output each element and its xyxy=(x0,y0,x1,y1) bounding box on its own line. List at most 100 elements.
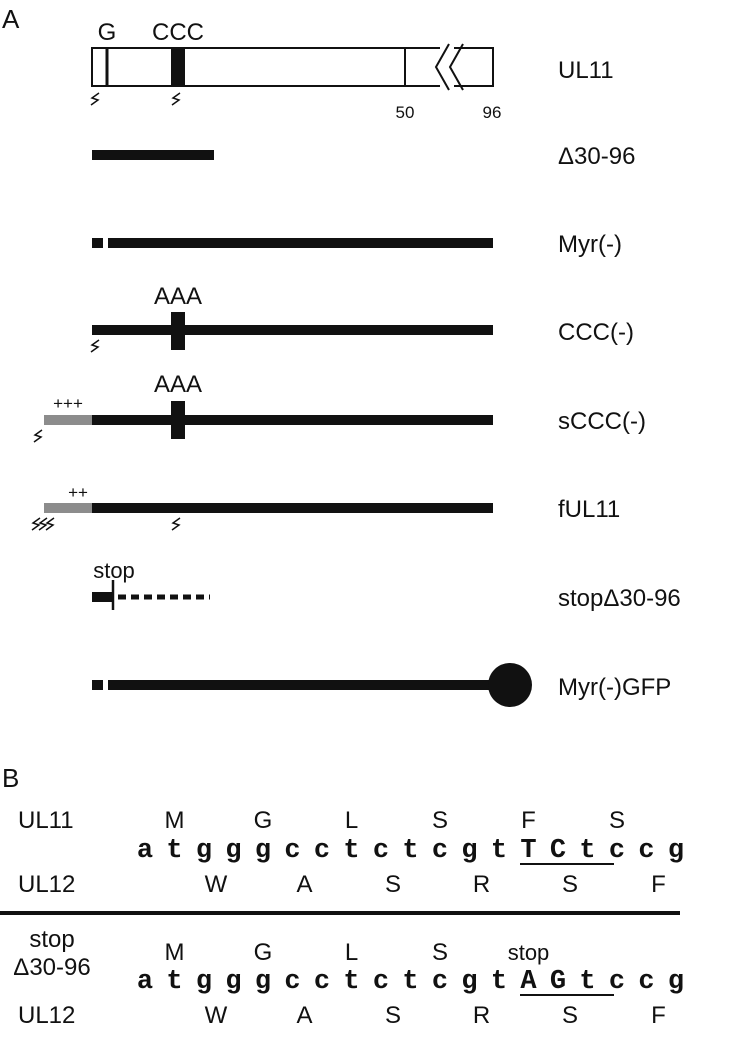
amino-acid: A xyxy=(296,1002,312,1029)
construct-name-ccc-minus: CCC(-) xyxy=(558,319,634,346)
nucleotide: a xyxy=(137,836,153,866)
myristoylation-icon xyxy=(90,92,100,106)
amino-acid: S xyxy=(385,1002,401,1029)
delta30-96-construct: Δ30-96 xyxy=(92,143,635,170)
nucleotide: t xyxy=(579,967,595,997)
nucleotide: c xyxy=(314,836,330,866)
ccc-label: CCC xyxy=(152,19,204,46)
nucleotide: g xyxy=(461,836,477,866)
acylation-icon xyxy=(31,517,41,531)
construct-bar-start xyxy=(92,238,103,248)
nucleotide: c xyxy=(373,836,389,866)
amino-acid: M xyxy=(165,807,185,834)
panel-a-letter: A xyxy=(2,4,20,34)
stop-delta30-96-construct: stop stopΔ30-96 xyxy=(92,558,681,612)
myristoylation-icon xyxy=(90,339,100,353)
panel-b-letter: B xyxy=(2,763,19,793)
nucleotide: c xyxy=(638,967,654,997)
nucleotide: a xyxy=(137,967,153,997)
construct-bar xyxy=(92,503,493,513)
amino-acid: S xyxy=(385,871,401,898)
construct-name-delta30-96: Δ30-96 xyxy=(558,143,635,170)
nucleotide: g xyxy=(255,967,271,997)
nucleotide: c xyxy=(314,967,330,997)
sccc-minus-construct: AAA +++ sCCC(-) xyxy=(33,371,646,443)
nucleotide: t xyxy=(343,836,359,866)
amino-acid: S xyxy=(562,1002,578,1029)
amino-acid: G xyxy=(254,939,273,966)
amino-acid: S xyxy=(562,871,578,898)
construct-bar xyxy=(92,415,493,425)
charge-label: ++ xyxy=(68,483,88,502)
amino-acid: F xyxy=(521,807,536,834)
nucleotide: c xyxy=(638,836,654,866)
nucleotide: g xyxy=(668,967,684,997)
construct-name-sccc-minus: sCCC(-) xyxy=(558,408,646,435)
nucleotide: c xyxy=(432,836,448,866)
gfp-icon xyxy=(488,663,532,707)
delta30-96-row-label: Δ30-96 xyxy=(13,954,90,981)
nucleotide: g xyxy=(196,967,212,997)
amino-acid: R xyxy=(473,871,490,898)
amino-acid: S xyxy=(609,807,625,834)
ul11-box xyxy=(91,47,494,87)
nucleotide: t xyxy=(491,836,507,866)
nucleotide: t xyxy=(166,967,182,997)
amino-acid: F xyxy=(651,871,666,898)
ul12-row-label-mutant: UL12 xyxy=(18,1002,75,1029)
g-label: G xyxy=(98,19,117,46)
construct-bar xyxy=(108,238,493,248)
amino-acid: L xyxy=(345,807,358,834)
nucleotide: c xyxy=(284,836,300,866)
aaa-block xyxy=(171,312,185,350)
palmitoylation-icon xyxy=(171,92,181,106)
aaa-label: AAA xyxy=(154,371,202,398)
charge-label: +++ xyxy=(53,394,83,413)
construct-name-myr-minus: Myr(-) xyxy=(558,231,622,258)
construct-name-ful11: fUL11 xyxy=(558,496,620,523)
nucleotide: c xyxy=(432,967,448,997)
amino-acid: G xyxy=(254,807,273,834)
nucleotide: g xyxy=(461,967,477,997)
position-96-label: 96 xyxy=(483,103,502,122)
nucleotide: c xyxy=(373,967,389,997)
aaa-block xyxy=(171,401,185,439)
construct-bar xyxy=(92,592,114,602)
nucleotide: c xyxy=(609,967,625,997)
amino-acid: A xyxy=(296,871,312,898)
nucleotide: T xyxy=(520,836,536,866)
cysteine-cluster xyxy=(171,48,185,86)
construct-name-ul11: UL11 xyxy=(558,57,614,84)
nucleotide: c xyxy=(609,836,625,866)
gray-segment xyxy=(44,415,92,425)
nucleotide: t xyxy=(166,836,182,866)
ul11-construct: G CCC 50 96 UL11 xyxy=(90,19,614,122)
nucleotide: g xyxy=(225,967,241,997)
construct-bar xyxy=(108,680,493,690)
gray-segment xyxy=(44,503,92,513)
myr-minus-gfp-construct: Myr(-)GFP xyxy=(92,663,671,707)
construct-name-stop-delta30-96: stopΔ30-96 xyxy=(558,585,681,612)
amino-acid: stop xyxy=(508,940,550,965)
amino-acid: L xyxy=(345,939,358,966)
ul12-row-label: UL12 xyxy=(18,871,75,898)
ccc-minus-construct: AAA CCC(-) xyxy=(90,283,634,353)
nucleotide: g xyxy=(668,836,684,866)
acylation-icon xyxy=(38,517,48,531)
myr-minus-construct: Myr(-) xyxy=(92,231,622,258)
construct-name-myr-minus-gfp: Myr(-)GFP xyxy=(558,674,671,701)
amino-acid: S xyxy=(432,807,448,834)
nucleotide: t xyxy=(402,967,418,997)
ul11-row-label: UL11 xyxy=(18,807,74,834)
nucleotide: g xyxy=(196,836,212,866)
amino-acid: W xyxy=(205,871,228,898)
myristoylation-icon xyxy=(33,429,43,443)
nucleotide: g xyxy=(255,836,271,866)
ful11-construct: ++ fUL11 xyxy=(31,483,620,531)
stop-row-label: stop xyxy=(29,926,74,953)
